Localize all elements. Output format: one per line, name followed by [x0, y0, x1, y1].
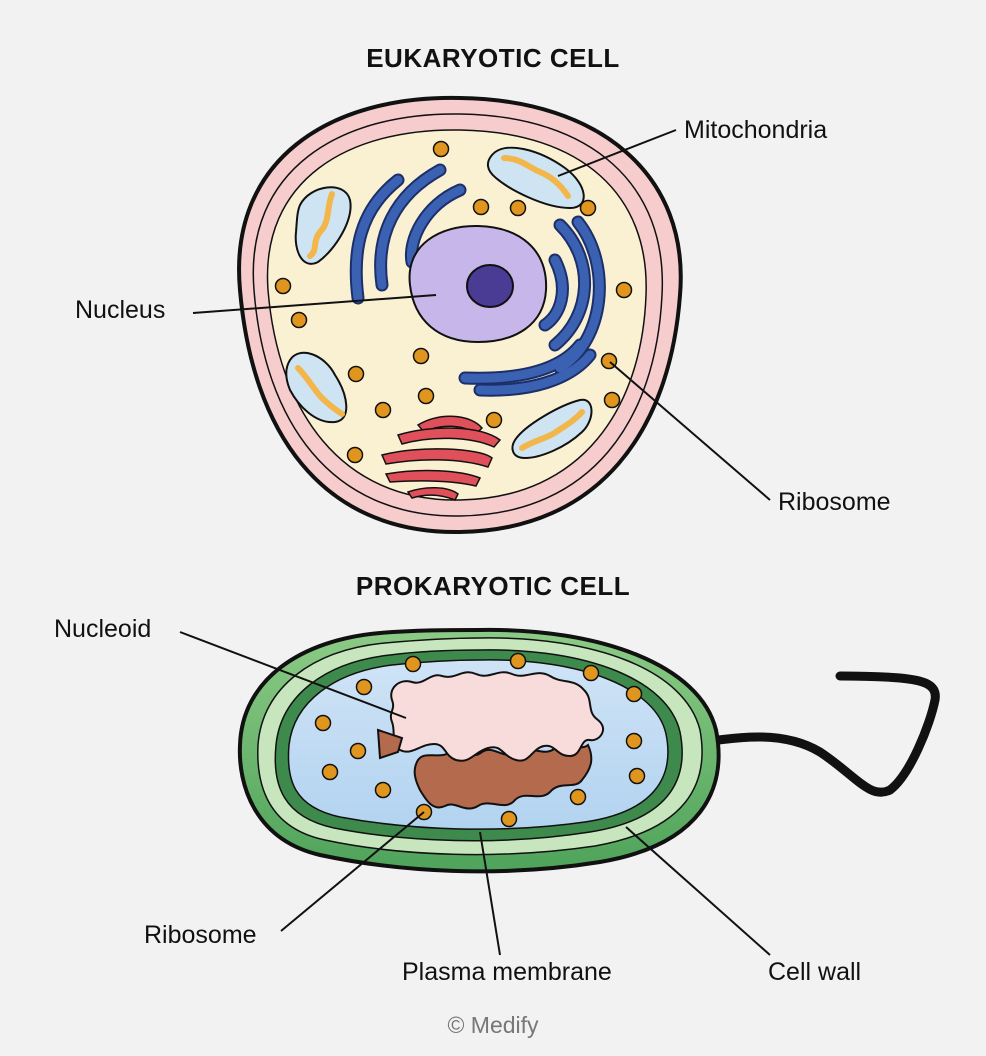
eukaryotic-ribosome-label: Ribosome — [778, 488, 891, 516]
eukaryotic-title: EUKARYOTIC CELL — [366, 43, 620, 73]
plasma-membrane-label: Plasma membrane — [402, 958, 612, 986]
eukaryotic-ribosomes — [274, 140, 633, 464]
ribosome-dot — [603, 391, 621, 409]
ribosome-leader-eukaryotic — [609, 361, 771, 501]
prokaryotic-ribosome-label: Ribosome — [144, 921, 257, 949]
prokaryotic-title: PROKARYOTIC CELL — [355, 571, 631, 601]
ribosome-dot — [485, 411, 503, 429]
mitochondria — [285, 146, 593, 460]
prokaryotic-ribosomes — [314, 652, 646, 828]
flagellum — [675, 671, 940, 797]
ribosome-dot — [509, 199, 527, 217]
ribosome-dot — [472, 198, 490, 216]
ribosome-dot — [349, 742, 367, 760]
ribosome-dot — [615, 281, 633, 299]
ribosome-dot — [290, 311, 308, 329]
ribosome-dot — [274, 277, 292, 295]
mitochondria-label: Mitochondria — [684, 116, 828, 144]
ribosome-dot — [625, 732, 643, 750]
ribosome-dot — [500, 810, 518, 828]
ribosome-dot — [412, 347, 430, 365]
golgi-apparatus — [349, 163, 606, 397]
eukaryotic-cell — [192, 95, 771, 535]
ribosome-dot — [314, 714, 332, 732]
ribosome-dot — [404, 655, 422, 673]
ribosome-dot — [432, 140, 450, 158]
cell-wall-leader — [625, 826, 771, 956]
plasma-membrane-leader — [479, 831, 501, 956]
ribosome-dot — [346, 446, 364, 464]
ribosome-dot — [582, 664, 600, 682]
ribosome-dot — [628, 767, 646, 785]
nucleoid-leader — [179, 631, 407, 719]
mitochondrion-left-bottom — [285, 351, 348, 424]
rough-er — [380, 415, 502, 501]
ribosome-dot — [374, 401, 392, 419]
ribosome-leader-prokaryotic — [280, 811, 425, 932]
nucleus-leader — [192, 294, 437, 314]
mitochondrion-bottom-right — [511, 398, 593, 460]
mitochondrion-top-right — [486, 146, 585, 210]
mitochondrion-left-top — [294, 186, 352, 265]
eukaryotic-inner-membrane — [252, 113, 664, 517]
prokaryotic-leader-lines — [179, 631, 771, 956]
ribosome-dot — [355, 678, 373, 696]
nucleus-label: Nucleus — [75, 296, 166, 324]
nucleoid-tip — [376, 728, 404, 760]
cell-wall-label: Cell wall — [768, 958, 862, 986]
nucleoid — [389, 671, 604, 762]
nucleolus — [466, 264, 514, 308]
copyright-notice: © Medify — [447, 1012, 539, 1038]
ribosome-dot — [374, 781, 392, 799]
prokaryotic-cell — [179, 627, 940, 956]
ribosome-dot — [579, 199, 597, 217]
ribosome-dot — [347, 365, 365, 383]
ribosome-dot — [625, 685, 643, 703]
mitochondria-leader — [557, 129, 677, 177]
ribosome-dot — [569, 788, 587, 806]
ribosome-dot — [417, 387, 435, 405]
ribosome-dot — [509, 652, 527, 670]
ribosome-dot — [321, 763, 339, 781]
nucleoid-label: Nucleoid — [54, 615, 152, 643]
eukaryotic-leader-lines — [192, 129, 771, 501]
